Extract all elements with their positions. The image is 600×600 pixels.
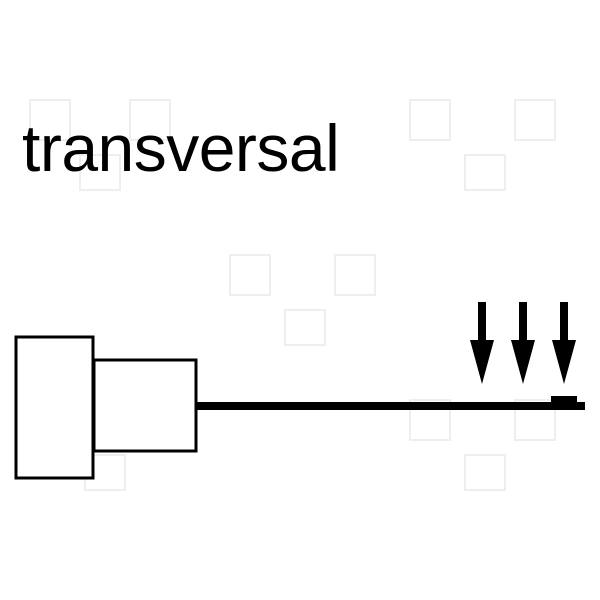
- lever-arm: [196, 402, 585, 410]
- watermark-logo: [409, 399, 556, 491]
- lever-tip: [551, 396, 577, 404]
- connector-housing: [14, 335, 95, 480]
- force-arrow: [511, 302, 535, 384]
- force-arrow: [470, 302, 494, 384]
- watermark-logo: [409, 99, 556, 191]
- watermark-logo: [229, 254, 376, 346]
- connector-body: [92, 358, 198, 453]
- watermark-logo: [29, 99, 171, 191]
- force-arrow: [552, 302, 576, 384]
- diagram-title: transversal: [22, 111, 340, 185]
